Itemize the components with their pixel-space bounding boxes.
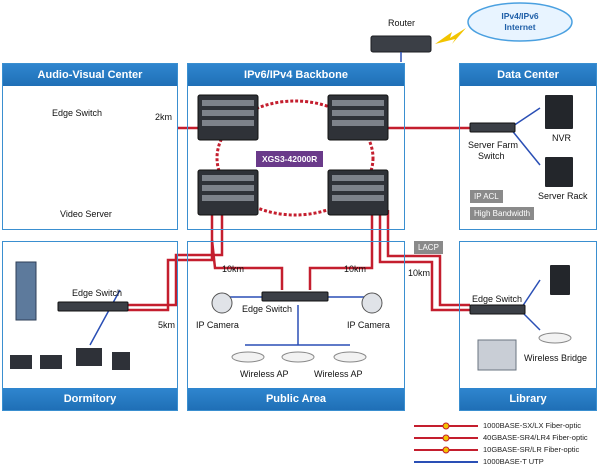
lacp-tag: LACP [414,241,443,254]
router-label: Router [388,18,416,28]
core-switches [197,94,389,216]
server-farm-switch-label-1: Server Farm [468,140,519,150]
dist-10km-left-label: 10km [222,264,245,274]
panel-public-area: Public Area [187,241,405,411]
core-model-tag: XGS3-42000R [256,151,324,167]
dist-2km-label: 2km [155,112,173,122]
dist-5km-label: 5km [158,320,176,330]
wireless-ap-icons [231,332,572,363]
legend-item-10gbase: 10GBASE-SR/LR Fiber-optic [483,445,580,454]
ip-camera-icons [211,292,383,314]
backbone-ring [215,99,375,217]
video-server-label: Video Server [60,209,112,219]
legend-lines [414,425,478,463]
wireless-ap-right-label: Wireless AP [314,369,363,379]
panel-title-datacenter: Data Center [460,64,596,86]
panel-dormitory: Dormitory [2,241,178,411]
ip-camera-right-label: IP Camera [347,320,390,330]
library-edge-switch-label: Edge Switch [472,294,523,304]
dist-10km-right-label: 10km [344,264,367,274]
core-switch-ports [202,100,384,201]
dist-10km-library-label: 10km [408,268,431,278]
panel-title-public: Public Area [188,388,404,410]
panel-data-center: Data Center [459,63,597,230]
server-rack-label: Server Rack [538,191,588,201]
panel-title-dorm: Dormitory [3,388,177,410]
panel-audio-visual-center: Audio-Visual Center [2,63,178,230]
router-device [370,35,432,53]
panel-title-av: Audio-Visual Center [3,64,177,86]
ip-camera-left-label: IP Camera [196,320,239,330]
wireless-ap-left-label: Wireless AP [240,369,289,379]
panel-title-library: Library [460,388,596,410]
dorm-edge-switch-label: Edge Switch [72,288,123,298]
legend-item-1000base-t: 1000BASE-T UTP [483,457,544,466]
internet-cloud-icon [467,2,573,42]
legend-markers [442,422,450,454]
legend-item-40gbase: 40GBASE-SR4/LR4 Fiber-optic [483,433,588,442]
panel-library: Library [459,241,597,411]
panel-backbone: IPv6/IPv4 Backbone [187,63,405,230]
public-edge-switch-label: Edge Switch [242,304,293,314]
internet-line2: Internet [504,22,536,32]
server-farm-switch-label-2: Switch [478,151,505,161]
high-bandwidth-tag: High Bandwidth [470,207,535,220]
ip-acl-tag: IP ACL [470,190,503,203]
internet-cloud-label: IPv4/IPv6 Internet [488,11,552,33]
nvr-label: NVR [552,133,572,143]
internet-line1: IPv4/IPv6 [501,11,539,21]
legend-item-1000base-sx: 1000BASE-SX/LX Fiber-optic [483,421,581,430]
wireless-bridge-label: Wireless Bridge [524,353,588,363]
dorm-devices [10,348,130,370]
av-edge-switch-label: Edge Switch [52,108,103,118]
lightning-bolt-icon [435,28,466,44]
panel-title-backbone: IPv6/IPv4 Backbone [188,64,404,86]
